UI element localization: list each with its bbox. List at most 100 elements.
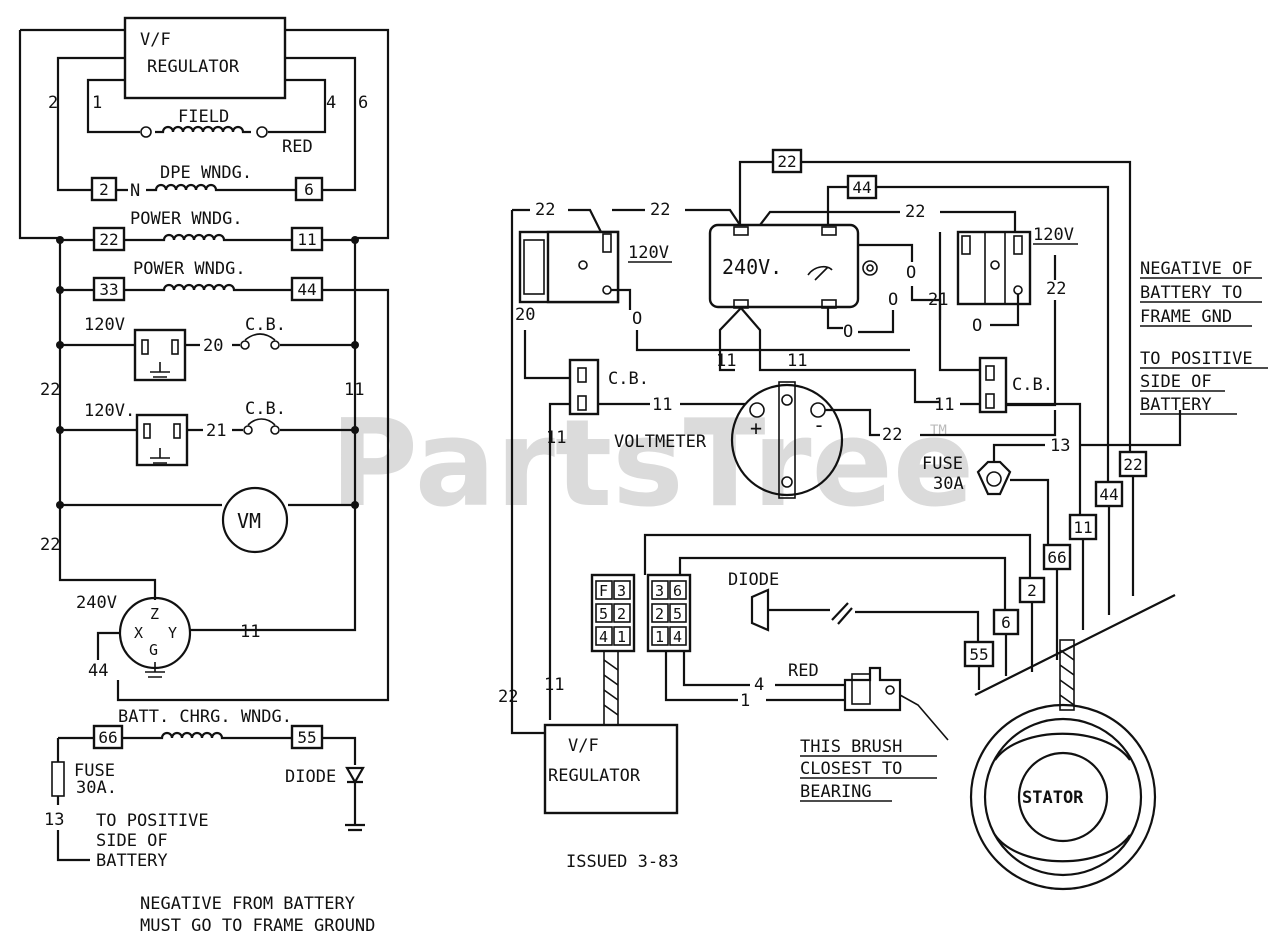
fuse-label-1: FUSE xyxy=(922,454,963,474)
plug-a xyxy=(590,573,636,653)
pw2-coil xyxy=(60,283,390,702)
vf-regulator-right xyxy=(543,723,679,815)
outlet-right-label: 120V xyxy=(1033,225,1074,245)
wire-cb-left xyxy=(548,402,745,720)
plug-b-pin-label: 1 xyxy=(655,628,664,646)
to-positive-1: TO POSITIVE xyxy=(96,811,209,831)
fuse-holder xyxy=(976,460,1012,496)
wire-term6 xyxy=(285,56,357,192)
wire-o-bus xyxy=(635,330,910,352)
fuse-label-2: 30A. xyxy=(76,778,117,798)
vm-label: VM xyxy=(237,509,261,533)
stator-label: STATOR xyxy=(1022,788,1084,808)
brush-screw xyxy=(885,685,895,695)
wire-label-13: 13 xyxy=(44,810,64,830)
box-11 xyxy=(1068,513,1098,541)
box-55-num: 55 xyxy=(969,645,988,664)
outlet240-nut xyxy=(862,260,878,276)
stator-cable-hatch xyxy=(1059,649,1075,706)
connector-o: O xyxy=(843,322,853,342)
outlet240-wire-x xyxy=(96,631,120,660)
brush-note-3: BEARING xyxy=(800,782,872,802)
dpe-coil xyxy=(116,183,296,192)
outer-loop xyxy=(18,28,390,240)
stator-core xyxy=(1017,751,1109,843)
wire-label-1: 1 xyxy=(740,691,750,711)
plug-a-pin-label: 2 xyxy=(617,605,626,623)
wire-cb-right xyxy=(960,402,1082,515)
regulator-line1: V/F xyxy=(140,30,171,50)
wire-label-13: 13 xyxy=(1050,436,1070,456)
box-22-num: 22 xyxy=(1123,455,1142,474)
brush-pointer xyxy=(899,694,949,741)
regulator-right-line2: REGULATOR xyxy=(548,766,641,786)
wire-22-top-run xyxy=(512,208,1017,241)
right-pictorial: 22 44 22 22 22 120V O 20 240V. xyxy=(498,148,1268,891)
box-2-num: 2 xyxy=(1027,581,1037,600)
to-positive-2: SIDE OF xyxy=(96,831,168,851)
box-6 xyxy=(992,608,1020,636)
pw1-box-right xyxy=(290,226,324,252)
wire-label-22b: 22 xyxy=(40,535,60,555)
diode-body xyxy=(750,588,770,632)
outlet1-label: 120V xyxy=(84,315,125,335)
fuse-symbol xyxy=(51,761,65,797)
voltmeter-body xyxy=(730,383,844,497)
fuse-label-1: FUSE xyxy=(74,761,115,781)
regulator-line2: REGULATOR xyxy=(147,57,240,77)
outlet240-wire-label: 11 xyxy=(240,622,260,642)
wire-box-2 xyxy=(643,533,1032,578)
outlet240-label: 240V. xyxy=(722,255,782,279)
power-winding-1-label: POWER WNDG. xyxy=(130,209,243,229)
pw2-box-left-num: 33 xyxy=(99,280,118,299)
wire-label-11: 11 xyxy=(787,351,807,371)
cb1-arc xyxy=(244,333,276,341)
plug-a-pin-label: 4 xyxy=(599,628,608,646)
plug-b xyxy=(646,573,692,653)
outlet-right-slot xyxy=(1013,235,1023,255)
cb-left-label: C.B. xyxy=(608,369,649,389)
wire-label-21: 21 xyxy=(928,290,948,310)
negative-note-2: MUST GO TO FRAME GROUND xyxy=(140,916,375,936)
connector-o: O xyxy=(632,309,642,329)
pw1-box-left-num: 22 xyxy=(99,230,118,249)
wire-13 xyxy=(992,410,1182,462)
outlet2-slot xyxy=(173,423,181,439)
outlet240-slot xyxy=(733,226,749,236)
outlet-left-wire xyxy=(611,288,632,310)
neg-note-1: NEGATIVE OF xyxy=(1140,259,1253,279)
box-top-44-num: 44 xyxy=(852,178,871,197)
wire-label-22: 22 xyxy=(882,425,902,445)
wire-240-11 xyxy=(718,307,940,404)
pw2-box-right xyxy=(290,276,324,302)
field-label: FIELD xyxy=(178,107,229,127)
fuse-label-2: 30A xyxy=(933,474,964,494)
wire-13 xyxy=(56,796,90,862)
ground-symbol xyxy=(145,662,165,678)
neg-note-2: BATTERY TO xyxy=(1140,283,1242,303)
wire-fuse-66 xyxy=(1010,478,1050,545)
box-44 xyxy=(1094,480,1124,508)
cb2-contact xyxy=(243,425,253,435)
plug-a-pin-label: 3 xyxy=(617,582,626,600)
outlet240-g: G xyxy=(149,641,158,659)
wire-o5 xyxy=(990,294,1020,327)
wire-label-22: 22 xyxy=(905,202,925,222)
outlet2-slot xyxy=(143,423,151,439)
outlet2-wire-label: 21 xyxy=(206,421,226,441)
wire-box-6 xyxy=(678,556,1007,610)
cb1-contact xyxy=(270,340,280,350)
connector-o: O xyxy=(888,290,898,310)
trademark: TM xyxy=(930,423,947,439)
voltmeter-screw xyxy=(781,394,793,406)
plug-a-pin-label: F xyxy=(599,582,608,600)
diode-label: DIODE xyxy=(285,767,336,787)
terminal-1: 1 xyxy=(92,93,102,113)
batt-chrg-label: BATT. CHRG. WNDG. xyxy=(118,707,292,727)
bc-box-left-num: 66 xyxy=(98,728,117,747)
neg-note-3: FRAME GND xyxy=(1140,307,1232,327)
voltmeter-screw xyxy=(781,476,793,488)
wire-term4 xyxy=(268,78,327,134)
diode-symbol xyxy=(345,766,365,832)
